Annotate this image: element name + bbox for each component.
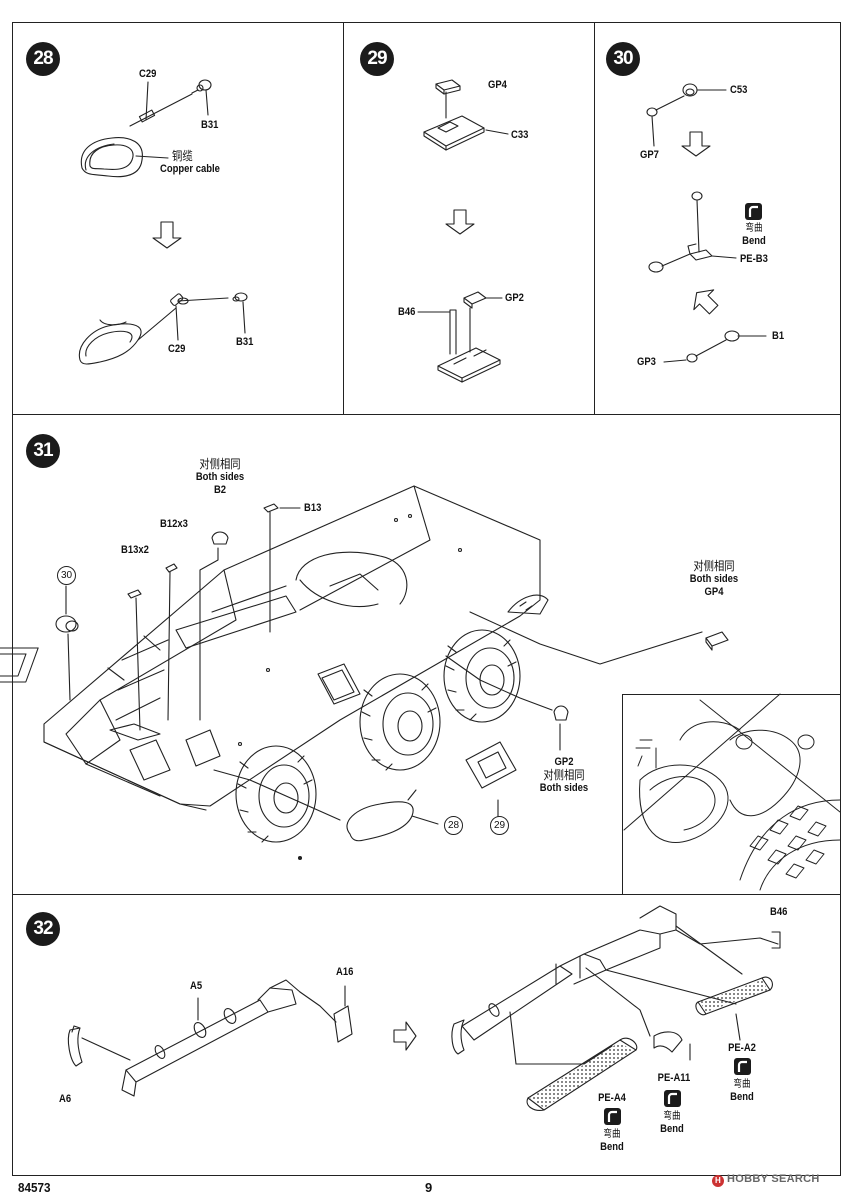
part-label-gp2: GP2 xyxy=(505,292,524,304)
part-label-c29-assembled: C29 xyxy=(168,343,186,355)
part-label-b12x3: B12x3 xyxy=(160,518,188,530)
step-ref-29: 29 xyxy=(490,816,509,835)
page-number: 9 xyxy=(425,1180,433,1195)
bend-label-cn: 弯曲 xyxy=(745,223,763,234)
step-ref-30: 30 xyxy=(57,566,76,585)
both-sides-cn: 对侧相同 xyxy=(693,559,735,573)
part-label-b31-assembled: B31 xyxy=(236,336,254,348)
wheel-middle xyxy=(359,673,441,771)
part-label-pe-a4: PE-A4 xyxy=(598,1092,626,1104)
part-label-a5: A5 xyxy=(190,980,203,992)
both-sides-cn: 对侧相同 xyxy=(543,768,585,782)
part-label-b46: B46 xyxy=(770,906,788,918)
step-ref-28: 28 xyxy=(444,816,463,835)
both-sides-en: Both sides xyxy=(539,782,589,794)
step-32-badge: 32 xyxy=(26,912,60,946)
bend-icon xyxy=(664,1090,681,1107)
hollow-arrow-icon xyxy=(393,1021,417,1051)
both-sides-label-b2: 对侧相同 Both sides B2 xyxy=(186,458,255,497)
part-label-b1: B1 xyxy=(772,330,785,342)
bend-label-cn: 弯曲 xyxy=(733,1079,751,1090)
step-29-art xyxy=(417,79,509,383)
bend-icon xyxy=(745,203,762,220)
bend-label-pe-a11: PE-A11 xyxy=(655,1072,693,1085)
part-label-gp3: GP3 xyxy=(637,356,656,368)
copper-cable-label: 铜缆 Copper cable xyxy=(160,150,220,176)
bend-label-en: Bend xyxy=(600,1141,624,1153)
bend-label-cn: 弯曲 xyxy=(663,1111,681,1122)
part-label-gp7: GP7 xyxy=(640,149,659,161)
part-label-b46: B46 xyxy=(398,306,416,318)
watermark-logo: H xyxy=(712,1175,724,1187)
both-sides-en: Both sides xyxy=(689,573,739,585)
step-30-badge: 30 xyxy=(606,42,640,76)
step-31-badge: 31 xyxy=(26,434,60,468)
step-30-art xyxy=(646,83,767,363)
part-label-pe-b3: PE-B3 xyxy=(740,253,768,265)
bend-label-en: Bend xyxy=(660,1123,684,1135)
bend-icon xyxy=(734,1058,751,1075)
step-28-badge: 28 xyxy=(26,42,60,76)
step-29-badge: 29 xyxy=(360,42,394,76)
part-label-b13x2: B13x2 xyxy=(121,544,149,556)
copper-cable-label-cn: 铜缆 xyxy=(172,149,193,163)
bend-label-en: Bend xyxy=(730,1091,754,1103)
part-label-pe-a11: PE-A11 xyxy=(657,1072,691,1084)
bend-label-pe-a4: PE-A4 xyxy=(595,1092,629,1105)
part-label-pe-a2: PE-A2 xyxy=(728,1042,756,1054)
step-32-panel xyxy=(12,894,841,1176)
bend-label-pe-a2: PE-A2 xyxy=(725,1042,759,1055)
bend-label-pe-a4-text: 弯曲 Bend xyxy=(597,1128,628,1154)
step-31-art xyxy=(0,485,729,861)
part-label-c29: C29 xyxy=(139,68,157,80)
part-label-c53: C53 xyxy=(730,84,748,96)
detail-inset xyxy=(622,694,841,895)
step-32-right-art xyxy=(451,905,781,1111)
wheel-front xyxy=(235,745,317,843)
watermark-text: HOBBY SEARCH xyxy=(727,1173,820,1185)
bend-label-en: Bend xyxy=(742,235,766,247)
part-label-a16: A16 xyxy=(336,966,354,978)
bend-label-cn: 弯曲 xyxy=(603,1129,621,1140)
product-code: 84573 xyxy=(18,1180,51,1195)
part-label-c33: C33 xyxy=(511,129,529,141)
both-sides-cn: 对侧相同 xyxy=(199,457,241,471)
copper-cable-label-en: Copper cable xyxy=(160,163,220,175)
bend-label-pe-b3: 弯曲 Bend xyxy=(739,222,770,248)
bend-label-pe-a11-text: 弯曲 Bend xyxy=(657,1110,688,1136)
part-label-gp4: GP4 xyxy=(704,586,724,598)
part-label-b2: B2 xyxy=(213,484,227,496)
detail-inset-art xyxy=(623,693,841,891)
wheel-rear xyxy=(443,629,521,723)
part-label-gp4: GP4 xyxy=(488,79,507,91)
step-28-art xyxy=(78,79,248,365)
part-label-a6: A6 xyxy=(59,1093,72,1105)
both-sides-label-gp4: 对侧相同 Both sides GP4 xyxy=(680,560,749,599)
both-sides-label-gp2: GP2 对侧相同 Both sides xyxy=(530,756,599,795)
bend-label-pe-a2-text: 弯曲 Bend xyxy=(727,1078,758,1104)
step-32-left-art xyxy=(67,979,353,1097)
part-label-b13: B13 xyxy=(304,502,322,514)
bend-icon xyxy=(604,1108,621,1125)
both-sides-en: Both sides xyxy=(195,471,245,483)
part-label-b31: B31 xyxy=(201,119,219,131)
part-label-gp2: GP2 xyxy=(554,756,574,768)
